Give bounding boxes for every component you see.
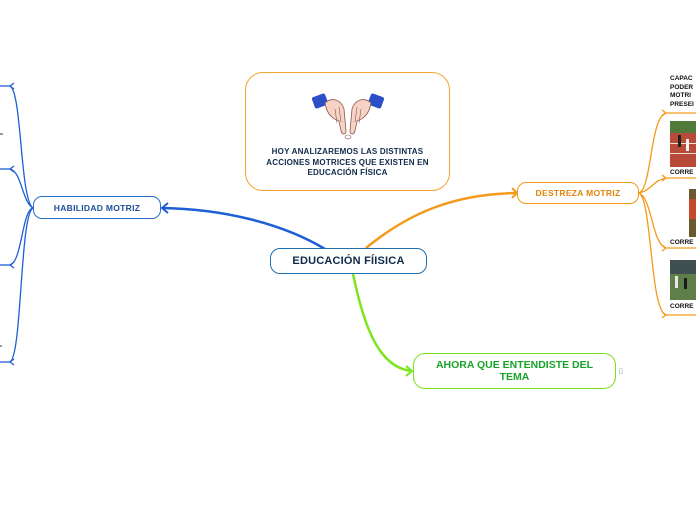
definition-line: PRESEI bbox=[670, 100, 694, 108]
habilidad-sub-branches bbox=[0, 82, 34, 366]
definition-line: CAPAC bbox=[670, 75, 693, 82]
branch-habilidad bbox=[161, 206, 326, 251]
habilidad-motriz-label: HABILIDAD MOTRIZ bbox=[53, 202, 141, 213]
image-caption: CORRE bbox=[670, 239, 694, 246]
destreza-definition: CAPAC PODER MOTRI PRESEI bbox=[670, 75, 694, 109]
definition-line: PODER bbox=[670, 83, 694, 91]
branch-ahora bbox=[351, 273, 413, 373]
arrow-ahora bbox=[405, 365, 414, 377]
central-topic-label: EDUCACIÓN FÍISICA bbox=[292, 255, 405, 267]
intro-node[interactable]: HOY ANALIZAREMOS LAS DISTINTAS ACCIONES … bbox=[245, 72, 450, 191]
habilidad-motriz-node[interactable]: HABILIDAD MOTRIZ bbox=[33, 196, 161, 219]
ahora-node[interactable]: AHORA QUE ENTENDISTE DEL TEMA bbox=[413, 353, 616, 389]
destreza-motriz-node[interactable]: DESTREZA MOTRIZ bbox=[517, 182, 639, 204]
definition-line: MOTRI bbox=[670, 92, 691, 99]
destreza-sub-branches bbox=[638, 109, 696, 319]
branch-destreza bbox=[365, 191, 518, 249]
sprinter-photo[interactable] bbox=[689, 189, 696, 237]
image-caption: CORRE bbox=[670, 303, 694, 310]
central-topic-node[interactable]: EDUCACIÓN FÍISICA bbox=[270, 248, 427, 274]
destreza-motriz-label: DESTREZA MOTRIZ bbox=[535, 188, 621, 198]
intro-text: HOY ANALIZAREMOS LAS DISTINTAS ACCIONES … bbox=[266, 147, 429, 177]
ahora-label: AHORA QUE ENTENDISTE DEL TEMA bbox=[435, 359, 594, 383]
image-caption: CORRE bbox=[670, 169, 694, 176]
field-runners-photo[interactable] bbox=[670, 260, 696, 300]
arrow-habilidad bbox=[160, 202, 169, 214]
hands-pointing-icon bbox=[311, 93, 384, 140]
running-track-photo[interactable] bbox=[670, 121, 696, 167]
attachment-icon[interactable]: ▯ bbox=[619, 368, 623, 375]
